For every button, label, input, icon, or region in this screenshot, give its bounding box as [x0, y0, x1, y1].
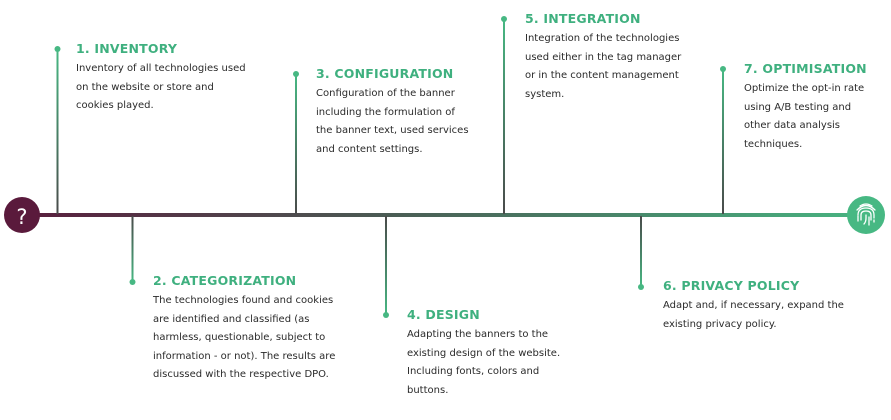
- timeline-main-line: [22, 213, 867, 217]
- step-integration: 5. INTEGRATION Integration of the techno…: [525, 11, 681, 104]
- desc-line: are identified and classified (as: [153, 313, 310, 325]
- stem-step-4: [383, 216, 389, 318]
- desc-line: existing design of the website.: [407, 347, 561, 359]
- desc-line: Inventory of all technologies used: [76, 63, 246, 74]
- step-title: 1. INVENTORY: [76, 41, 178, 56]
- step-inventory: 1. INVENTORY Inventory of all technologi…: [76, 41, 246, 116]
- step-description: Inventory of all technologies used on th…: [76, 60, 246, 116]
- step-title: 5. INTEGRATION: [525, 11, 641, 26]
- stem-step-6: [638, 216, 644, 290]
- desc-line: information - or not). The results are: [153, 350, 336, 362]
- desc-line: techniques.: [744, 138, 803, 150]
- desc-line: The technologies found and cookies: [153, 295, 334, 306]
- stem-step-5: [501, 16, 507, 214]
- question-glyph: ?: [16, 205, 27, 229]
- desc-line: Configuration of the banner: [316, 88, 455, 99]
- stem-step-7: [720, 66, 726, 214]
- desc-line: Including fonts, colors and: [407, 366, 540, 377]
- desc-line: used either in the tag manager: [525, 51, 682, 63]
- desc-line: Adapt and, if necessary, expand the: [663, 300, 844, 311]
- desc-line: the banner text, used services: [316, 125, 469, 136]
- desc-line: other data analysis: [744, 120, 841, 131]
- desc-line: including the formulation of: [316, 106, 455, 118]
- step-description: The technologies found and cookies are i…: [153, 292, 335, 385]
- stem-step-3: [293, 71, 299, 214]
- step-description: Integration of the technologies used eit…: [525, 30, 681, 104]
- step-optimisation: 7. OPTIMISATION Optimize the opt-in rate…: [744, 61, 867, 154]
- step-description: Optimize the opt-in rate using A/B testi…: [744, 80, 867, 154]
- desc-line: harmless, questionable, subject to: [153, 332, 326, 343]
- desc-line: existing privacy policy.: [663, 318, 777, 330]
- step-title: 4. DESIGN: [407, 307, 480, 322]
- desc-line: on the website or store and: [76, 81, 214, 93]
- desc-line: and content settings.: [316, 143, 423, 155]
- step-title: 6. PRIVACY POLICY: [663, 278, 800, 293]
- desc-line: using A/B testing and: [744, 101, 852, 113]
- step-description: Adapt and, if necessary, expand the exis…: [663, 297, 844, 334]
- desc-line: Integration of the technologies: [525, 33, 680, 44]
- desc-line: buttons.: [407, 384, 449, 396]
- desc-line: Optimize the opt-in rate: [744, 83, 865, 94]
- step-privacy-policy: 6. PRIVACY POLICY Adapt and, if necessar…: [663, 278, 844, 334]
- step-title: 2. CATEGORIZATION: [153, 273, 297, 288]
- step-description: Adapting the banners to the existing des…: [407, 326, 560, 400]
- desc-line: cookies played.: [76, 100, 154, 111]
- step-design: 4. DESIGN Adapting the banners to the ex…: [407, 307, 560, 400]
- step-title: 7. OPTIMISATION: [744, 61, 867, 76]
- desc-line: or in the content management: [525, 70, 679, 81]
- fingerprint-icon: [847, 196, 885, 234]
- desc-line: system.: [525, 88, 565, 100]
- desc-line: Adapting the banners to the: [407, 329, 549, 340]
- step-categorization: 2. CATEGORIZATION The technologies found…: [153, 273, 335, 385]
- step-description: Configuration of the banner including th…: [316, 85, 469, 159]
- stem-step-2: [129, 216, 136, 285]
- stem-step-1: [54, 46, 61, 214]
- desc-line: discussed with the respective DPO.: [153, 369, 329, 380]
- step-configuration: 3. CONFIGURATION Configuration of the ba…: [316, 66, 469, 159]
- step-title: 3. CONFIGURATION: [316, 66, 454, 81]
- question-mark-icon: ?: [4, 197, 40, 233]
